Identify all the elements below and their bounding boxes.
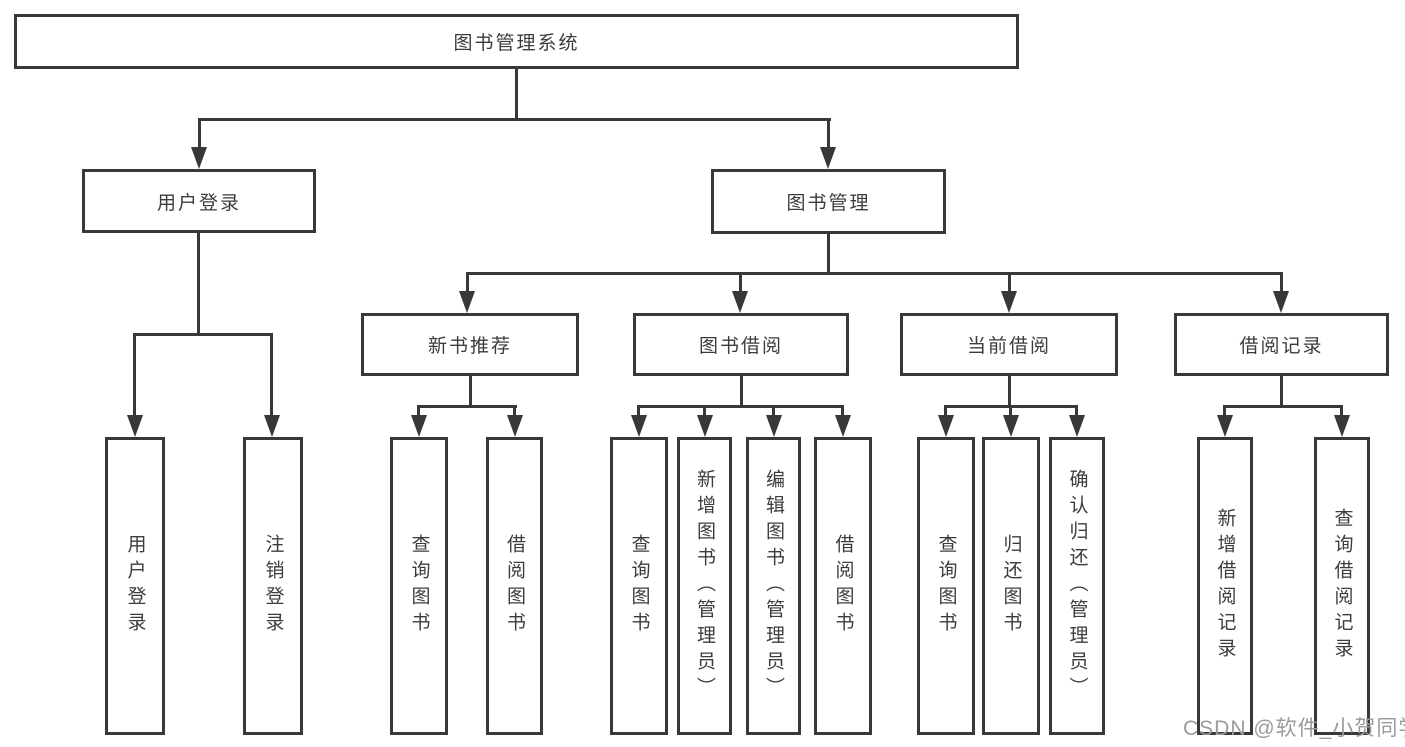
- node-login: 用户登录: [105, 437, 165, 735]
- watermark: CSDN @软件_小贺同学: [1183, 717, 1405, 740]
- arrow-down-icon: [766, 415, 782, 437]
- node-current-borrow-label: 当前借阅: [966, 336, 1051, 357]
- connector-stem: [841, 405, 844, 419]
- arrow-down-icon: [1273, 291, 1289, 313]
- node-add-borrow-record: 新增借阅记录: [1197, 437, 1253, 735]
- connector-stem: [513, 405, 516, 419]
- connector-current-borrow-stem: [1008, 272, 1011, 294]
- connector-stem: [1223, 405, 1226, 419]
- arrow-down-icon: [1001, 291, 1017, 313]
- arrow-down-icon: [835, 415, 851, 437]
- connector-logout-stem: [270, 333, 273, 417]
- node-borrow-query-book: 查询图书: [610, 437, 668, 735]
- arrow-down-icon: [264, 415, 280, 437]
- node-login-label: 用户登录: [124, 534, 146, 638]
- connector-stem: [637, 405, 640, 419]
- arrow-down-icon: [732, 291, 748, 313]
- arrow-down-icon: [1217, 415, 1233, 437]
- node-return-book-label: 归还图书: [1000, 534, 1022, 638]
- node-return-book: 归还图书: [982, 437, 1040, 735]
- connector-login-stem: [133, 333, 136, 417]
- node-new-book-recommend: 新书推荐: [361, 313, 579, 376]
- connector-stem: [772, 405, 775, 419]
- connector-book-borrow-stem: [739, 272, 742, 294]
- arrow-down-icon: [631, 415, 647, 437]
- connector-new-book-bar: [417, 405, 517, 408]
- arrow-down-icon: [411, 415, 427, 437]
- connector-book-management-down: [827, 234, 830, 275]
- node-current-query-book: 查询图书: [917, 437, 975, 735]
- connector-stem: [417, 405, 420, 419]
- node-borrow-records: 借阅记录: [1174, 313, 1389, 376]
- connector-borrow-records-down: [1280, 376, 1283, 408]
- node-query-borrow-record: 查询借阅记录: [1314, 437, 1370, 735]
- node-book-management: 图书管理: [711, 169, 946, 234]
- connector-user-login-bar: [134, 333, 273, 336]
- connector-stem: [1075, 405, 1078, 419]
- node-root-label: 图书管理系统: [453, 33, 580, 54]
- node-borrow-book-label: 借阅图书: [832, 534, 854, 638]
- arrow-down-icon: [820, 147, 836, 169]
- node-edit-book-admin-label: 编辑图书（管理员）: [763, 469, 784, 703]
- connector-user-login-stem: [198, 118, 201, 150]
- connector-book-management-bar: [466, 272, 1283, 275]
- connector-current-borrow-down: [1008, 376, 1011, 408]
- node-user-login-label: 用户登录: [156, 192, 241, 214]
- node-user-login: 用户登录: [82, 169, 316, 233]
- connector-root-bar: [198, 118, 831, 121]
- node-borrow-query-book-label: 查询图书: [628, 534, 650, 638]
- connector-book-borrow-down: [740, 376, 743, 408]
- node-recommend-borrow-book-label: 借阅图书: [504, 534, 525, 638]
- node-root: 图书管理系统: [14, 14, 1019, 69]
- connector-root-stem: [515, 69, 518, 121]
- node-logout: 注销登录: [243, 437, 303, 735]
- node-query-borrow-record-label: 查询借阅记录: [1331, 508, 1353, 664]
- node-confirm-return-admin-label: 确认归还（管理员）: [1066, 469, 1088, 703]
- connector-new-book-down: [469, 376, 472, 408]
- node-recommend-query-book-label: 查询图书: [408, 534, 430, 638]
- arrow-down-icon: [697, 415, 713, 437]
- node-borrow-records-label: 借阅记录: [1239, 336, 1324, 357]
- node-add-book-admin: 新增图书（管理员）: [677, 437, 732, 735]
- node-new-book-recommend-label: 新书推荐: [427, 336, 512, 357]
- arrow-down-icon: [459, 291, 475, 313]
- arrow-down-icon: [938, 415, 954, 437]
- arrow-down-icon: [1334, 415, 1350, 437]
- connector-book-management-stem: [827, 118, 830, 150]
- connector-book-borrow-bar: [637, 405, 844, 408]
- node-confirm-return-admin: 确认归还（管理员）: [1049, 437, 1105, 735]
- arrow-down-icon: [507, 415, 523, 437]
- arrow-down-icon: [191, 147, 207, 169]
- arrow-down-icon: [1069, 415, 1085, 437]
- connector-stem: [944, 405, 947, 419]
- arrow-down-icon: [127, 415, 143, 437]
- node-borrow-book: 借阅图书: [814, 437, 872, 735]
- node-add-book-admin-label: 新增图书（管理员）: [694, 469, 715, 703]
- node-add-borrow-record-label: 新增借阅记录: [1214, 508, 1236, 664]
- connector-borrow-records-bar: [1223, 405, 1343, 408]
- node-book-borrow: 图书借阅: [633, 313, 849, 376]
- node-current-borrow: 当前借阅: [900, 313, 1118, 376]
- node-edit-book-admin: 编辑图书（管理员）: [746, 437, 801, 735]
- connector-stem: [1340, 405, 1343, 419]
- connector-user-login-down: [197, 233, 200, 336]
- node-recommend-borrow-book: 借阅图书: [486, 437, 543, 735]
- connector-stem: [703, 405, 706, 419]
- node-recommend-query-book: 查询图书: [390, 437, 448, 735]
- connector-stem: [1009, 405, 1012, 419]
- node-current-query-book-label: 查询图书: [935, 534, 957, 638]
- node-logout-label: 注销登录: [262, 534, 284, 638]
- connector-borrow-records-stem: [1280, 272, 1283, 294]
- node-book-management-label: 图书管理: [786, 193, 871, 214]
- connector-new-book-stem: [466, 272, 469, 294]
- arrow-down-icon: [1003, 415, 1019, 437]
- node-book-borrow-label: 图书借阅: [698, 336, 783, 357]
